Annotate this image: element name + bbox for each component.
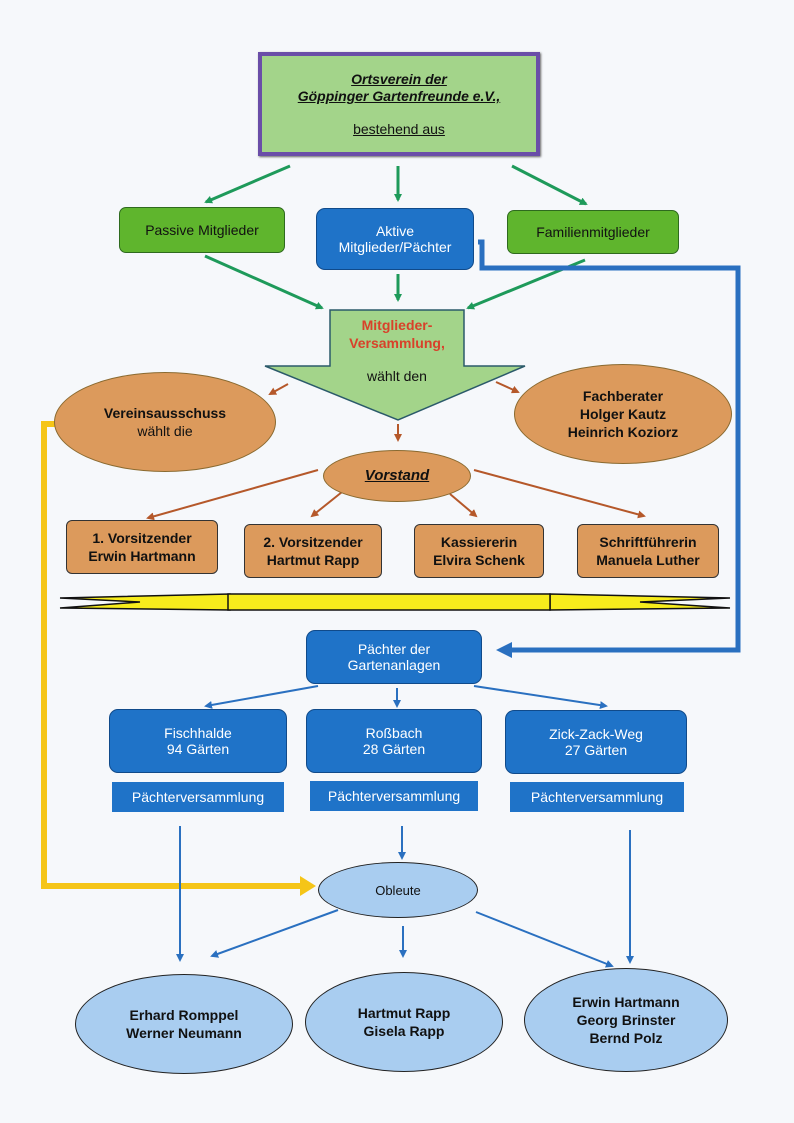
committee-line1: Vereinsausschuss bbox=[103, 405, 227, 421]
garden-rossbach: Roßbach 28 Gärten bbox=[306, 709, 482, 773]
garden-name: Roßbach bbox=[365, 725, 423, 741]
connector-committee-to-obleute bbox=[41, 421, 300, 889]
board-member-name: Hartmut Rapp bbox=[266, 552, 360, 568]
obleute-person: Erwin Hartmann bbox=[572, 994, 680, 1010]
family-members-box: Familienmitglieder bbox=[507, 210, 679, 254]
title-box: Ortsverein der Göppinger Gartenfreunde e… bbox=[258, 52, 540, 156]
obleute-person: Georg Brinster bbox=[576, 1012, 676, 1028]
advisors-ellipse: Fachberater Holger Kautz Heinrich Kozior… bbox=[514, 364, 732, 464]
obleute-person: Werner Neumann bbox=[126, 1025, 242, 1041]
arrow-board-to-m2 bbox=[310, 491, 343, 518]
title-line2: Göppinger Gartenfreunde e.V., bbox=[297, 88, 501, 104]
board-label: Vorstand bbox=[364, 467, 430, 484]
arrow-assembly-to-advisors bbox=[495, 381, 520, 394]
board-member-name: Elvira Schenk bbox=[433, 552, 525, 568]
title-line1: Ortsverein der bbox=[351, 71, 447, 87]
tenant-assembly-fischhalde: Pächterversammlung bbox=[112, 782, 284, 812]
committee-line2: wählt die bbox=[137, 423, 193, 439]
tenants-line1: Pächter der bbox=[357, 641, 431, 657]
obleute-label: Obleute bbox=[375, 882, 421, 898]
obleute-group-2: Hartmut Rapp Gisela Rapp bbox=[305, 972, 503, 1072]
committee-ellipse: Vereinsausschuss wählt die bbox=[54, 372, 276, 472]
passive-members-label: Passive Mitglieder bbox=[145, 222, 259, 238]
board-member-name: Erwin Hartmann bbox=[88, 548, 196, 564]
garden-name: Zick-Zack-Weg bbox=[549, 726, 643, 742]
assembly-title: Mitglieder- Versammlung, bbox=[330, 316, 464, 352]
divider-lightning bbox=[59, 593, 731, 611]
board-member-1: 1. Vorsitzender Erwin Hartmann bbox=[66, 520, 218, 574]
tenant-assembly-label: Pächterversammlung bbox=[530, 789, 664, 805]
garden-name: Fischhalde bbox=[164, 725, 232, 741]
assembly-line3: wählt den bbox=[367, 368, 427, 384]
obleute-person: Erhard Romppel bbox=[129, 1007, 239, 1023]
connector-active-to-tenants bbox=[478, 239, 741, 653]
advisors-line2: Holger Kautz bbox=[579, 406, 667, 422]
tenant-assembly-rossbach: Pächterversammlung bbox=[310, 781, 478, 811]
arrowhead-tenants bbox=[496, 642, 512, 658]
tenants-box: Pächter der Gartenanlagen bbox=[306, 630, 482, 684]
arrowhead-obleute bbox=[300, 876, 316, 896]
board-member-3: Kassiererin Elvira Schenk bbox=[414, 524, 544, 578]
arrow-passive-to-assembly bbox=[204, 254, 324, 310]
arrow-title-to-passive bbox=[204, 164, 291, 204]
active-members-line2: Mitglieder/Pächter bbox=[338, 239, 452, 255]
assembly-arrow-shape bbox=[264, 309, 526, 421]
board-member-role: Schriftführerin bbox=[599, 534, 697, 550]
arrow-obleute-to-group3 bbox=[475, 911, 614, 968]
passive-members-box: Passive Mitglieder bbox=[119, 207, 285, 253]
obleute-person: Gisela Rapp bbox=[363, 1023, 445, 1039]
board-member-role: 1. Vorsitzender bbox=[92, 530, 192, 546]
garden-fischhalde: Fischhalde 94 Gärten bbox=[109, 709, 287, 773]
board-member-role: Kassiererin bbox=[440, 534, 518, 550]
arrow-obleute-to-group1 bbox=[210, 909, 339, 958]
arrow-title-to-family bbox=[511, 164, 588, 206]
garden-count: 28 Gärten bbox=[362, 741, 426, 757]
active-members-line1: Aktive bbox=[375, 223, 415, 239]
board-ellipse: Vorstand bbox=[323, 450, 471, 502]
board-member-2: 2. Vorsitzender Hartmut Rapp bbox=[244, 524, 382, 578]
obleute-group-3: Erwin Hartmann Georg Brinster Bernd Polz bbox=[524, 968, 728, 1072]
arrow-board-to-m4 bbox=[473, 469, 646, 519]
garden-zickzackweg: Zick-Zack-Weg 27 Gärten bbox=[505, 710, 687, 774]
arrow-tenants-to-zickzack bbox=[473, 685, 608, 710]
board-member-role: 2. Vorsitzender bbox=[263, 534, 363, 550]
family-members-label: Familienmitglieder bbox=[536, 224, 650, 240]
arrow-tenants-to-fischhalde bbox=[204, 685, 319, 709]
board-member-4: Schriftführerin Manuela Luther bbox=[577, 524, 719, 578]
obleute-ellipse: Obleute bbox=[318, 862, 478, 918]
garden-count: 27 Gärten bbox=[564, 742, 628, 758]
obleute-person: Hartmut Rapp bbox=[357, 1005, 451, 1021]
title-line3: bestehend aus bbox=[353, 121, 445, 137]
obleute-group-1: Erhard Romppel Werner Neumann bbox=[75, 974, 293, 1074]
arrow-assembly-to-committee bbox=[268, 383, 289, 395]
tenants-line2: Gartenanlagen bbox=[347, 657, 441, 673]
board-member-name: Manuela Luther bbox=[596, 552, 700, 568]
arrow-board-to-m3 bbox=[449, 493, 478, 518]
advisors-line1: Fachberater bbox=[582, 388, 664, 404]
garden-count: 94 Gärten bbox=[166, 741, 230, 757]
assembly-line1: Mitglieder- bbox=[361, 317, 433, 333]
assembly-line2: Versammlung, bbox=[349, 335, 445, 351]
tenant-assembly-label: Pächterversammlung bbox=[131, 789, 265, 805]
active-members-box: Aktive Mitglieder/Pächter bbox=[316, 208, 474, 270]
tenant-assembly-zickzackweg: Pächterversammlung bbox=[510, 782, 684, 812]
advisors-line3: Heinrich Koziorz bbox=[567, 424, 679, 440]
obleute-person: Bernd Polz bbox=[589, 1030, 663, 1046]
arrow-board-to-m1 bbox=[146, 469, 319, 521]
tenant-assembly-label: Pächterversammlung bbox=[327, 788, 461, 804]
